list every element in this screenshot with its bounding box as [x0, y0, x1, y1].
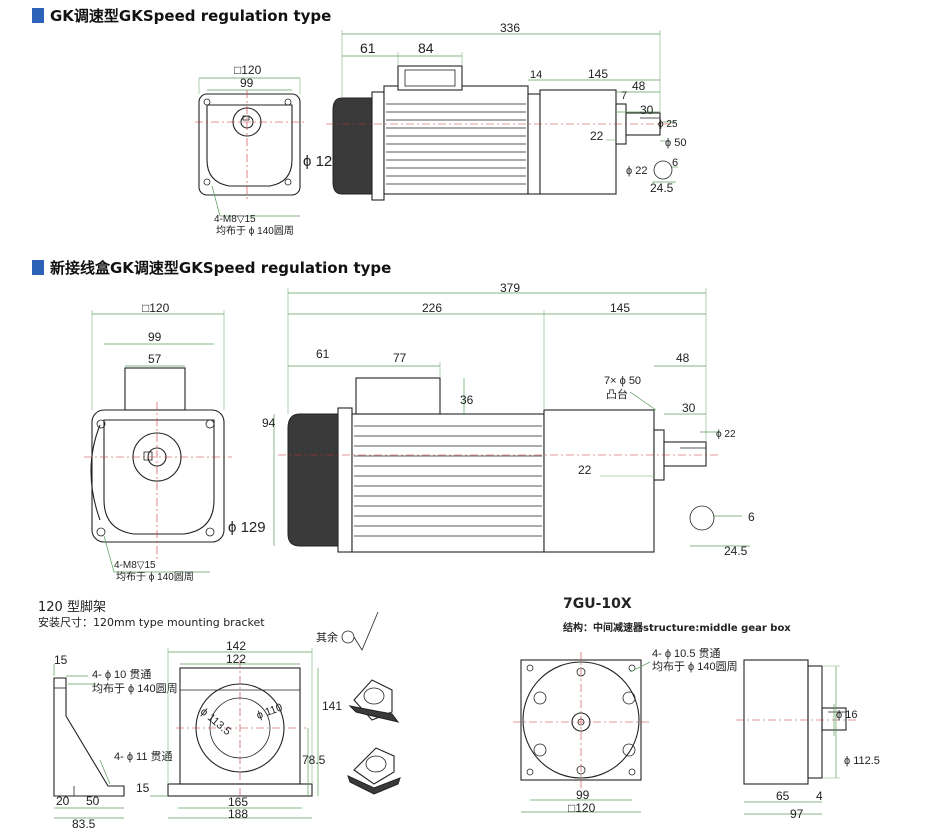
s1-d22: 22 — [590, 129, 604, 143]
bracket-d78_5: 78.5 — [302, 753, 326, 767]
section2-title: 新接线盒GK调速型GKSpeed regulation type — [50, 259, 392, 277]
bracket-side-view — [53, 664, 125, 819]
s2-d6: 6 — [748, 510, 755, 524]
s2-d145: 145 — [610, 301, 630, 315]
s1-d30: 30 — [640, 103, 654, 117]
s1-phi129: ϕ 129 — [303, 153, 341, 170]
s1-d24_5: 24.5 — [650, 181, 674, 195]
gearbox-subtitle: 结构：中间减速器structure:middle gear box — [563, 623, 791, 634]
s2-pcd: 均布于 ϕ 140圆周 — [116, 571, 194, 583]
s2-d57: 57 — [148, 352, 162, 366]
bracket-d15b: 15 — [136, 781, 150, 795]
s1-phi25: ϕ 25 — [658, 119, 678, 130]
gearbox-hole-b: 均布于 ϕ 140圆周 — [652, 660, 738, 673]
s1-phi22: ϕ 22 — [626, 165, 647, 177]
s1-d14: 14 — [530, 69, 542, 81]
bracket-d83_5: 83.5 — [72, 817, 96, 831]
s2-phi22: ϕ 22 — [716, 429, 736, 440]
s2-d226: 226 — [422, 301, 442, 315]
s2-sq120: □120 — [142, 301, 170, 315]
s2-d24_5: 24.5 — [724, 544, 748, 558]
bracket-hole11: 4- ϕ 11 贯通 — [114, 750, 173, 763]
s2-cooling-fins — [354, 425, 542, 537]
s2-holes: 4-M8▽15 — [114, 560, 156, 571]
s2-front-view — [84, 310, 232, 573]
s2-d379: 379 — [500, 281, 520, 295]
gearbox-title: 7GU-10X — [563, 596, 632, 612]
bracket-isometric-2 — [347, 747, 401, 795]
s1-cooling-fins — [386, 103, 526, 185]
bracket-d141: 141 — [322, 699, 342, 713]
s1-d336: 336 — [500, 21, 520, 35]
bracket-hole10b: 均布于 ϕ 140圆周 — [92, 682, 178, 695]
gearbox-hole: 4- ϕ 10.5 贯通 — [652, 647, 721, 660]
s2-d30: 30 — [682, 401, 696, 415]
s1-d84: 84 — [418, 40, 434, 56]
gearbox-side-view — [736, 659, 856, 815]
surface-finish-icon — [341, 611, 379, 651]
s1-d48: 48 — [632, 79, 646, 93]
s1-d145: 145 — [588, 67, 608, 81]
s2-boss2: 凸台 — [606, 387, 628, 401]
gearbox-sq120: □120 — [568, 801, 596, 815]
bracket-d50: 50 — [86, 794, 100, 808]
section1-header: GK调速型GKSpeed regulation type — [32, 5, 331, 26]
gearbox-phi112_5: ϕ 112.5 — [844, 755, 880, 767]
bracket-d188: 188 — [228, 807, 248, 821]
s1-phi50: ϕ 50 — [665, 137, 686, 149]
bracket-title: 120 型脚架 — [38, 600, 106, 615]
section-marker-icon — [32, 260, 44, 275]
bracket-d20: 20 — [56, 794, 70, 808]
s1-d61: 61 — [360, 40, 376, 56]
s1-side-view — [326, 30, 678, 201]
bracket-d142: 142 — [226, 639, 246, 653]
s2-boss: 7× ϕ 50 — [604, 375, 641, 387]
s1-d6: 6 — [672, 157, 678, 169]
s2-d22: 22 — [578, 463, 592, 477]
gearbox-d65: 65 — [776, 789, 790, 803]
gearbox-d99: 99 — [576, 788, 590, 802]
section-marker-icon — [32, 8, 44, 23]
bracket-other: 其余 — [316, 630, 338, 644]
s2-d77: 77 — [393, 351, 407, 365]
s2-d99: 99 — [148, 330, 162, 344]
bracket-d122: 122 — [226, 652, 246, 666]
bracket-d15a: 15 — [54, 653, 68, 667]
s1-d99: 99 — [240, 76, 254, 90]
bracket-subtitle: 安装尺寸：120mm type mounting bracket — [38, 616, 265, 629]
s1-pcd: 均布于 ϕ 140圆周 — [216, 225, 294, 237]
s1-d7: 7 — [621, 90, 627, 102]
s1-holes: 4-M8▽15 — [214, 214, 256, 225]
gearbox-front-view — [513, 652, 651, 813]
bracket-d165: 165 — [228, 795, 248, 809]
s1-sq120: □120 — [234, 63, 262, 77]
s1-front-view — [195, 77, 305, 217]
s2-phi129: ϕ 129 — [228, 519, 266, 536]
s2-d61: 61 — [316, 347, 330, 361]
gearbox-d4: 4 — [816, 789, 823, 803]
section1-title: GK调速型GKSpeed regulation type — [50, 7, 332, 25]
s2-side-view — [273, 288, 750, 553]
bracket-hole10: 4- ϕ 10 贯通 — [92, 668, 151, 681]
bracket-isometric-1 — [348, 679, 400, 723]
section2-header: 新接线盒GK调速型GKSpeed regulation type — [32, 257, 391, 278]
bracket-front-view — [150, 648, 319, 819]
s2-d36: 36 — [460, 393, 474, 407]
gearbox-d97: 97 — [790, 807, 804, 821]
s2-d94: 94 — [262, 416, 276, 430]
gearbox-phi16: ϕ 16 — [836, 709, 857, 721]
s2-d48: 48 — [676, 351, 690, 365]
